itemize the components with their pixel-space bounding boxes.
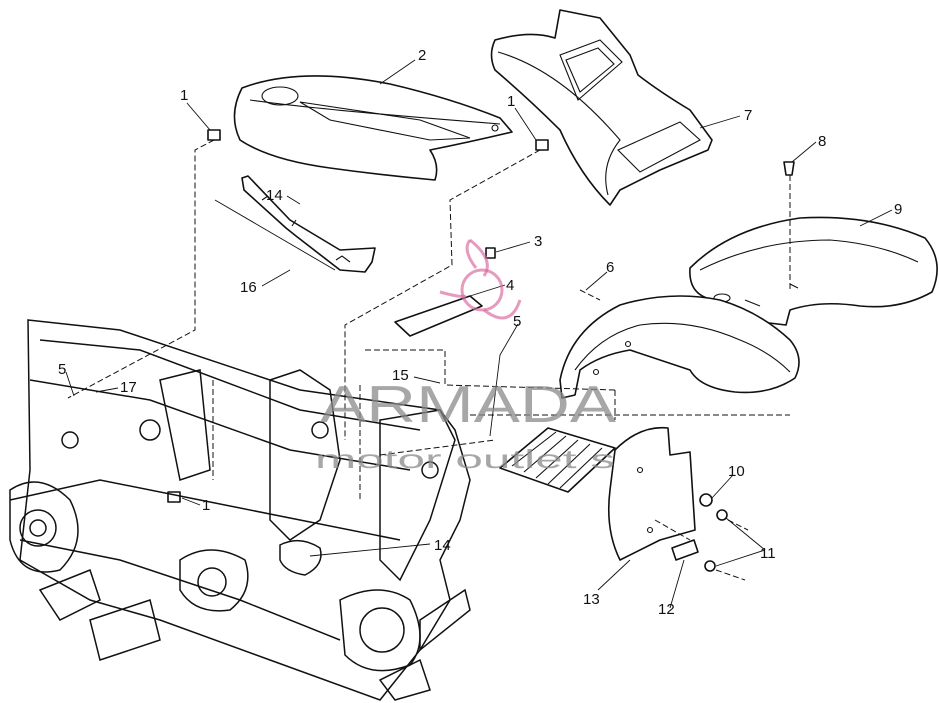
callout-1: 1 bbox=[507, 93, 515, 110]
callout-16: 16 bbox=[240, 279, 257, 296]
callout-labels: 1 2 1 7 8 9 14 3 16 6 4 5 5 17 15 10 1 1… bbox=[58, 47, 902, 618]
callout-10: 10 bbox=[728, 463, 745, 480]
part-7-console bbox=[490, 9, 713, 206]
watermark: ARMADA motor outlet s bbox=[315, 238, 616, 474]
callout-2: 2 bbox=[418, 47, 426, 64]
callout-3: 3 bbox=[534, 233, 542, 250]
part-3-clip bbox=[485, 247, 496, 259]
part-13-mud-flap bbox=[607, 426, 696, 561]
part-11-nut-a bbox=[716, 509, 728, 521]
part-1-grommet-a bbox=[207, 129, 221, 141]
callout-12: 12 bbox=[658, 601, 675, 618]
part-2-front-cover bbox=[233, 75, 513, 181]
callout-15: 15 bbox=[392, 367, 409, 384]
footrest-step bbox=[499, 427, 616, 493]
part-10-washer bbox=[699, 493, 713, 507]
part-16-bracket bbox=[214, 175, 376, 273]
callout-14: 14 bbox=[266, 187, 283, 204]
part-1-grommet-c bbox=[167, 491, 181, 503]
callout-14: 14 bbox=[434, 537, 451, 554]
part-8-screw bbox=[783, 161, 795, 176]
callout-13: 13 bbox=[583, 591, 600, 608]
callout-11: 11 bbox=[760, 545, 776, 562]
callout-1: 1 bbox=[202, 497, 210, 514]
callout-6: 6 bbox=[606, 259, 614, 276]
callout-7: 7 bbox=[744, 107, 752, 124]
callout-9: 9 bbox=[894, 201, 902, 218]
callout-5: 5 bbox=[513, 313, 521, 330]
assembly-guide-lines bbox=[67, 139, 791, 581]
callout-4: 4 bbox=[506, 277, 514, 294]
part-12-plate bbox=[671, 539, 699, 561]
callout-1: 1 bbox=[180, 87, 188, 104]
part-4-pad bbox=[394, 295, 483, 337]
part-11-nut-b bbox=[704, 560, 716, 572]
watermark-tagline: motor outlet s bbox=[315, 444, 615, 474]
part-1-grommet-b bbox=[535, 139, 549, 151]
callout-17: 17 bbox=[120, 379, 137, 396]
leader-lines bbox=[65, 59, 893, 609]
part-6-lower-fender bbox=[559, 295, 800, 399]
watermark-brand: ARMADA bbox=[320, 376, 616, 434]
watermark-logo bbox=[439, 238, 522, 320]
callout-8: 8 bbox=[818, 133, 826, 150]
chassis-frame bbox=[9, 319, 471, 701]
callout-5: 5 bbox=[58, 361, 66, 378]
